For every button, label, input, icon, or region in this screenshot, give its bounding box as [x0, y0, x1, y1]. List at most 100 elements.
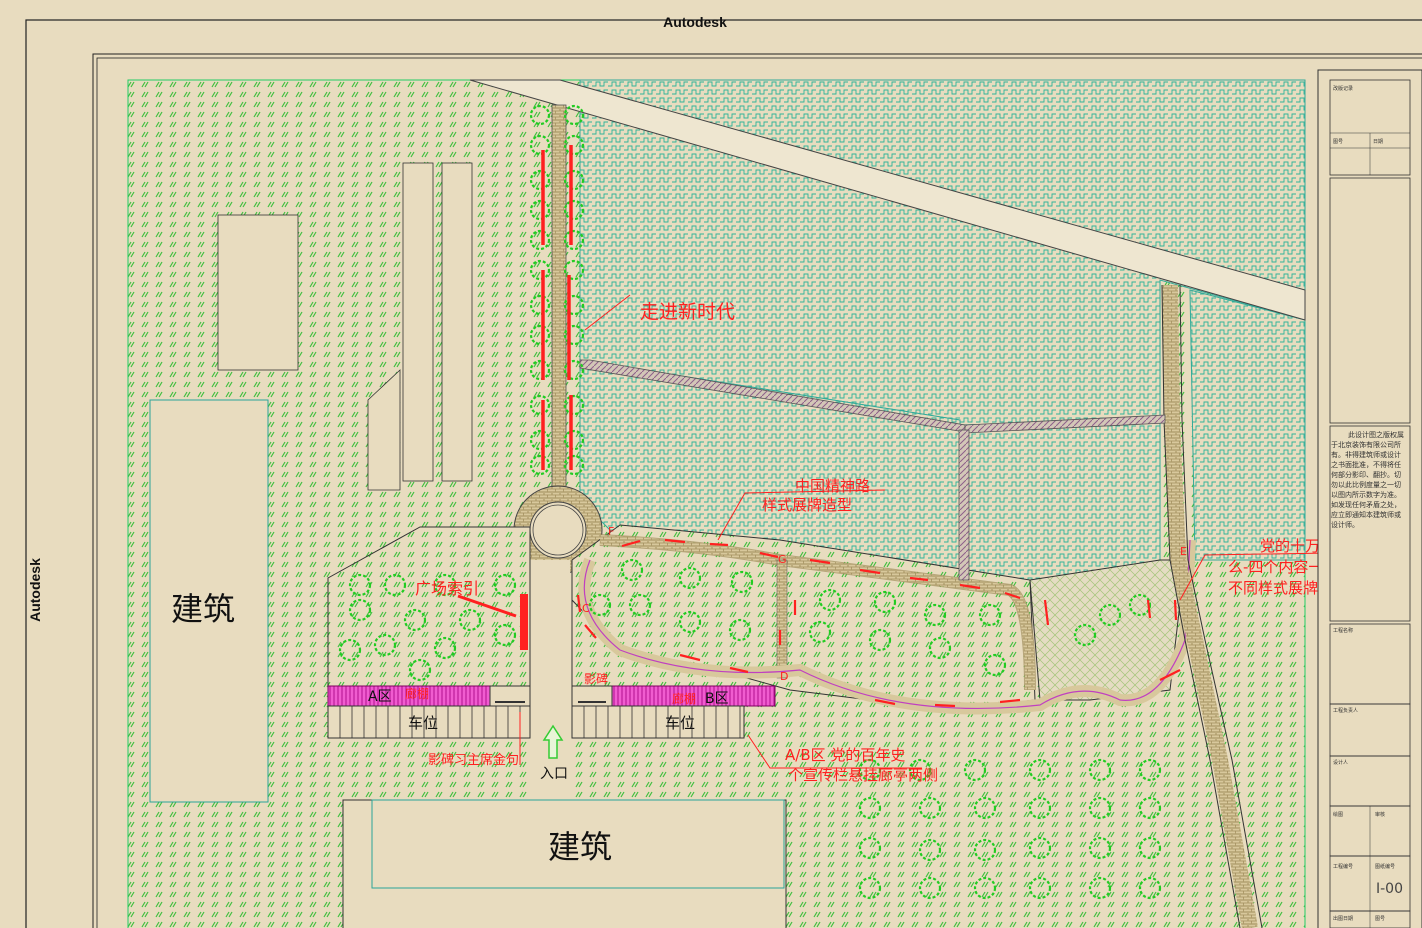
tree-icon — [529, 394, 551, 416]
designer-label: 设计人 — [1333, 759, 1348, 766]
parking-strip-1 — [402, 162, 434, 482]
ab-history-label-1: A/B区 党的百年史 — [785, 746, 905, 764]
tree-icon — [529, 229, 551, 251]
tree-icon — [383, 573, 407, 597]
tree-icon — [923, 603, 947, 627]
tree-icon — [628, 593, 652, 617]
copyright-line: 有。非得建筑师或设计 — [1331, 450, 1401, 459]
copyright-notice: 此设计图之版权属于北京装饰有限公司所有。非得建筑师或设计之书面批准，不得将任何部… — [1331, 430, 1404, 529]
tree-icon — [973, 838, 997, 862]
south-building-label: 建筑 — [548, 828, 612, 866]
plaza-left — [327, 526, 531, 691]
watermark-left: Autodesk — [27, 558, 43, 622]
corridor-a-label: 廊棚 — [405, 686, 429, 701]
tree-icon — [678, 566, 702, 590]
tree-icon — [348, 598, 372, 622]
watermark-top: Autodesk — [663, 14, 727, 30]
tree-icon — [728, 618, 752, 642]
tree-icon — [373, 633, 397, 657]
tree-icon — [908, 758, 932, 782]
copyright-line: 何部分影印、翻抄。切 — [1331, 470, 1401, 479]
tree-icon — [529, 429, 551, 451]
copyright-line: 勿以此比例度量之一切 — [1331, 480, 1401, 489]
zone-b-label: B区 — [705, 691, 729, 707]
copyright-line: 之书面批准，不得将任 — [1331, 460, 1401, 469]
tree-icon — [1028, 876, 1052, 900]
tree-icon — [918, 796, 942, 820]
tree-icon — [973, 876, 997, 900]
tree-icon — [433, 636, 457, 660]
tree-icon — [563, 454, 585, 476]
tree-icon — [1098, 603, 1122, 627]
corridor-b-label: 廊棚 — [672, 691, 696, 706]
title-block: 改版记录 图号 日期 此设计图之版权属于北京装饰有限公司所有。非得建筑师或设计之… — [1317, 69, 1422, 928]
parking-stalls — [327, 705, 745, 739]
tree-icon — [563, 169, 585, 191]
tree-icon — [563, 429, 585, 451]
tree-icon — [529, 259, 551, 281]
marker-g: G — [778, 553, 787, 566]
tree-icon — [458, 608, 482, 632]
parking-strip-2 — [441, 162, 473, 482]
tree-icon — [978, 603, 1002, 627]
entrance-arrow-icon — [542, 724, 564, 759]
tree-cluster-right-plaza — [588, 558, 1162, 900]
tree-icon — [1138, 836, 1162, 860]
tree-icon — [563, 294, 585, 316]
tree-icon — [730, 570, 754, 594]
project-lead-label: 工程负责人 — [1333, 707, 1358, 714]
china-spirit-label-1: 中国精神路 — [795, 477, 870, 495]
tree-icon — [1138, 758, 1162, 782]
tree-icon — [348, 573, 372, 597]
china-spirit-label-2: 样式展牌造型 — [762, 496, 852, 514]
plaza-index-label: 广场索引 — [415, 579, 479, 598]
copyright-line: 如发现任何矛盾之处， — [1331, 500, 1401, 509]
zone-a-label: A区 — [368, 689, 392, 705]
tree-icon — [563, 259, 585, 281]
tree-icon — [529, 359, 551, 381]
drawing-no-label: 图纸编号 — [1375, 863, 1395, 870]
main-path — [551, 104, 567, 506]
copyright-line: 此设计图之版权属 — [1348, 430, 1404, 439]
tree-icon — [963, 758, 987, 782]
tree-icon — [1073, 623, 1097, 647]
tree-icon — [858, 796, 882, 820]
xi-quotes-label: 影碑习主席金句 — [428, 752, 519, 768]
scale-label: 出图日期 — [1333, 915, 1353, 922]
tree-icon — [529, 169, 551, 191]
inner-frame — [92, 53, 1422, 928]
tree-icon — [1088, 758, 1112, 782]
tree-icon — [1138, 796, 1162, 820]
diagonal-road — [469, 79, 1306, 321]
entrance-label: 入口 — [540, 766, 568, 782]
tree-icon — [1088, 876, 1112, 900]
tree-icon — [493, 623, 517, 647]
marker-c: C — [582, 602, 590, 615]
tree-icon — [620, 558, 644, 582]
copyright-line: 以图内所示数字为准。 — [1331, 490, 1401, 499]
tree-icon — [818, 588, 842, 612]
tree-icon — [563, 134, 585, 156]
tree-icon — [588, 593, 612, 617]
marker-f: F — [608, 525, 614, 538]
project-no-label: 工程编号 — [1333, 863, 1353, 870]
tree-icon — [808, 620, 832, 644]
tree-icon — [1028, 836, 1052, 860]
tree-icon — [529, 324, 551, 346]
drawing-no-value: I-00 — [1376, 881, 1403, 897]
date-label: 日期 — [1373, 139, 1383, 145]
tree-icon — [529, 199, 551, 221]
parking-right-label: 车位 — [665, 714, 695, 732]
tree-icon — [563, 324, 585, 346]
ab-history-label-2: 个宣传栏悬挂廊亭两侧 — [788, 766, 938, 784]
tree-icon — [858, 876, 882, 900]
tree-icon — [408, 658, 432, 682]
tree-icon — [529, 294, 551, 316]
new-era-signs — [541, 145, 573, 470]
tree-icon — [928, 636, 952, 660]
screen-wall-label: 影碑 — [584, 671, 608, 686]
tree-icon — [563, 104, 585, 126]
tree-icon — [529, 104, 551, 126]
new-era-label: 走进新时代 — [640, 301, 735, 323]
